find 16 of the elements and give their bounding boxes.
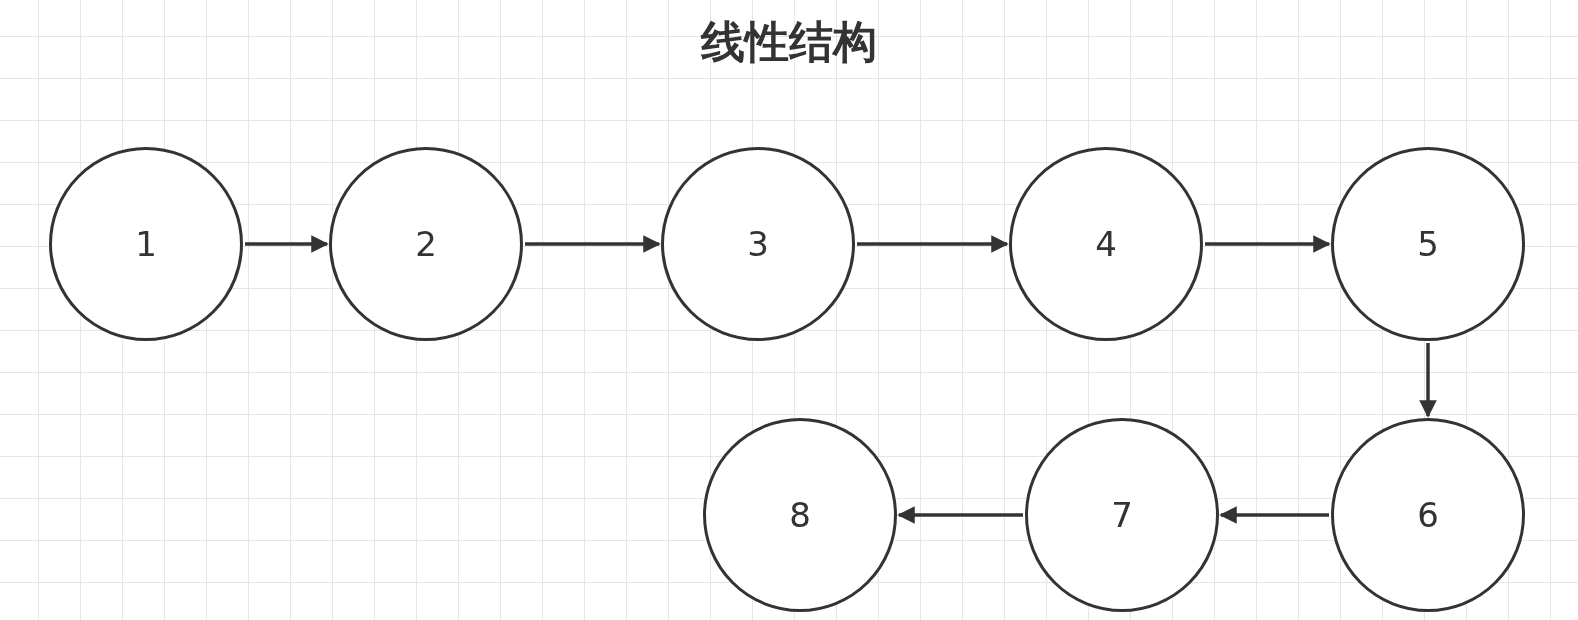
circle-node: 5 xyxy=(1331,147,1525,341)
circle-node: 4 xyxy=(1009,147,1203,341)
circle-node: 1 xyxy=(49,147,243,341)
circle-node: 8 xyxy=(703,418,897,612)
arrow xyxy=(1219,506,1329,524)
circle-node: 7 xyxy=(1025,418,1219,612)
arrow xyxy=(1419,343,1437,418)
circle-node: 6 xyxy=(1331,418,1525,612)
arrow xyxy=(897,506,1023,524)
circle-node: 2 xyxy=(329,147,523,341)
arrow xyxy=(1205,235,1331,253)
arrow xyxy=(245,235,329,253)
arrow xyxy=(857,235,1009,253)
arrow xyxy=(525,235,661,253)
diagram-title: 线性结构 xyxy=(701,16,877,69)
circle-node: 3 xyxy=(661,147,855,341)
